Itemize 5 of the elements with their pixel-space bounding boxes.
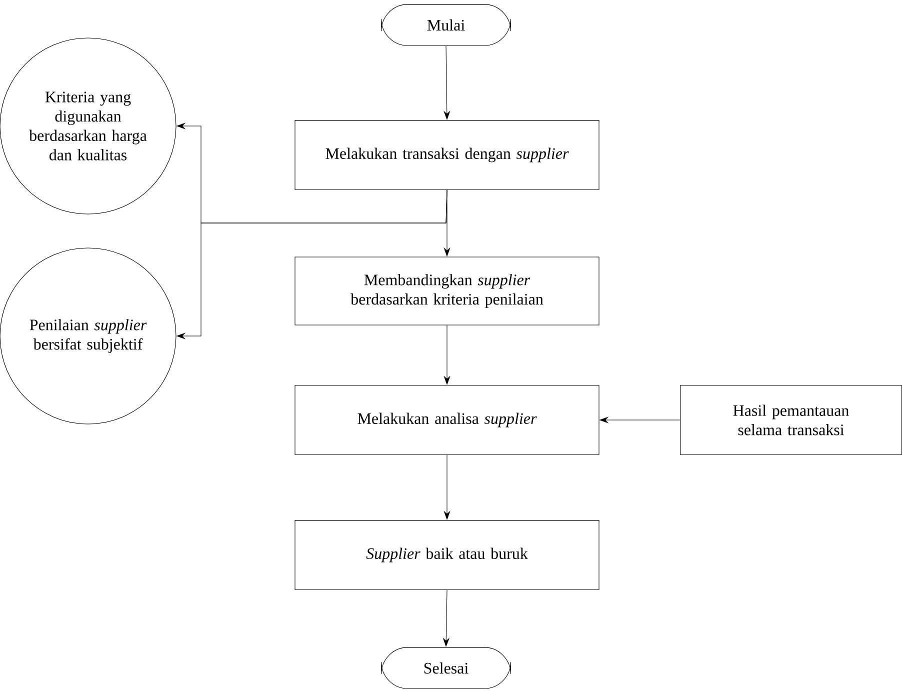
process-box: Melakukan analisa supplier	[294, 385, 600, 455]
process-box: Hasil pemantauan selama transaksi	[680, 385, 902, 455]
process-box: Membandingkan supplier berdasarkan kriteria penilaian	[294, 256, 600, 326]
process-box: Melakukan transaksi dengan supplier	[294, 120, 600, 190]
process-box: Supplier baik atau buruk	[294, 520, 600, 590]
